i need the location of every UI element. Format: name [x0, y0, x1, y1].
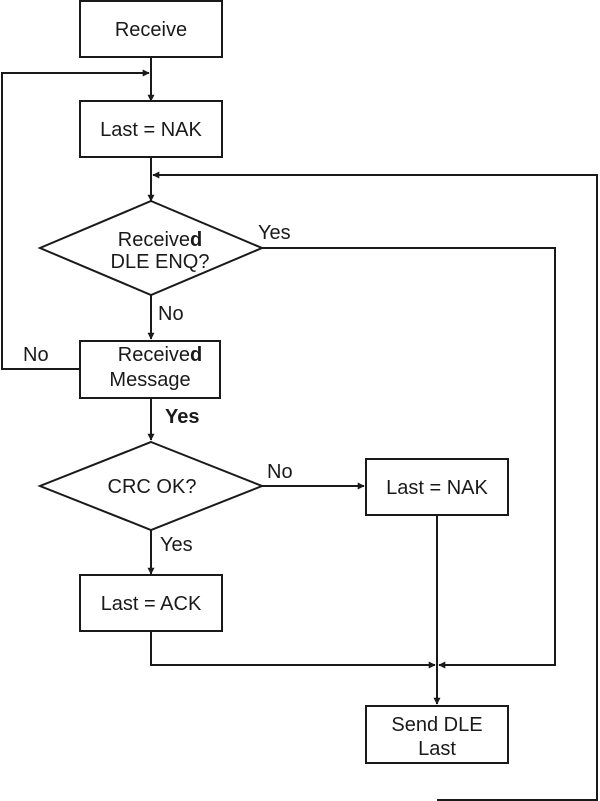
node-send-dle-last: Send DLE Last [365, 705, 509, 764]
decision-received-dle-enq-label-line1: Received [118, 229, 202, 251]
decision-crc-ok-label: CRC OK? [108, 476, 197, 498]
edge-label-message-no: No [23, 344, 49, 366]
edge-label-enq-yes: Yes [258, 222, 291, 244]
node-received-message-label-line1: Received [118, 344, 202, 366]
edge-label-crc-no: No [267, 461, 293, 483]
node-receive: Receive [79, 0, 223, 58]
node-last-nak-1-label: Last = NAK [100, 119, 202, 141]
connector-dle-enq-yes-to-merge [262, 247, 556, 669]
edge-label-crc-yes: Yes [160, 534, 193, 556]
edge-labels: Yes No No Yes No Yes [23, 222, 293, 556]
decision-crc-ok: CRC OK? [37, 440, 265, 532]
decision-received-dle-enq: Received DLE ENQ? [37, 199, 265, 297]
decision-received-dle-enq-label-line2: DLE ENQ? [111, 251, 210, 273]
node-last-ack: Last = ACK [79, 574, 223, 632]
node-last-nak-1: Last = NAK [79, 100, 223, 158]
edge-label-enq-no: No [158, 303, 184, 325]
connector-message-no-loop-to-last-nak [1, 69, 150, 370]
node-last-ack-label: Last = ACK [101, 593, 202, 615]
node-last-nak-2: Last = NAK [365, 458, 509, 516]
node-received-message-label-line2: Message [109, 369, 190, 391]
node-send-dle-last-label-line1: Send DLE [391, 714, 482, 736]
connectors [1, 57, 598, 801]
connector-loop-back-to-dle-enq [152, 171, 598, 801]
node-last-nak-2-label: Last = NAK [386, 477, 488, 499]
edge-label-message-yes: Yes [165, 406, 199, 428]
node-receive-label: Receive [115, 19, 187, 41]
node-received-message: Received Message [79, 340, 221, 399]
connector-last-ack-to-merge [150, 631, 436, 669]
node-send-dle-last-label-line2: Last [418, 738, 456, 760]
